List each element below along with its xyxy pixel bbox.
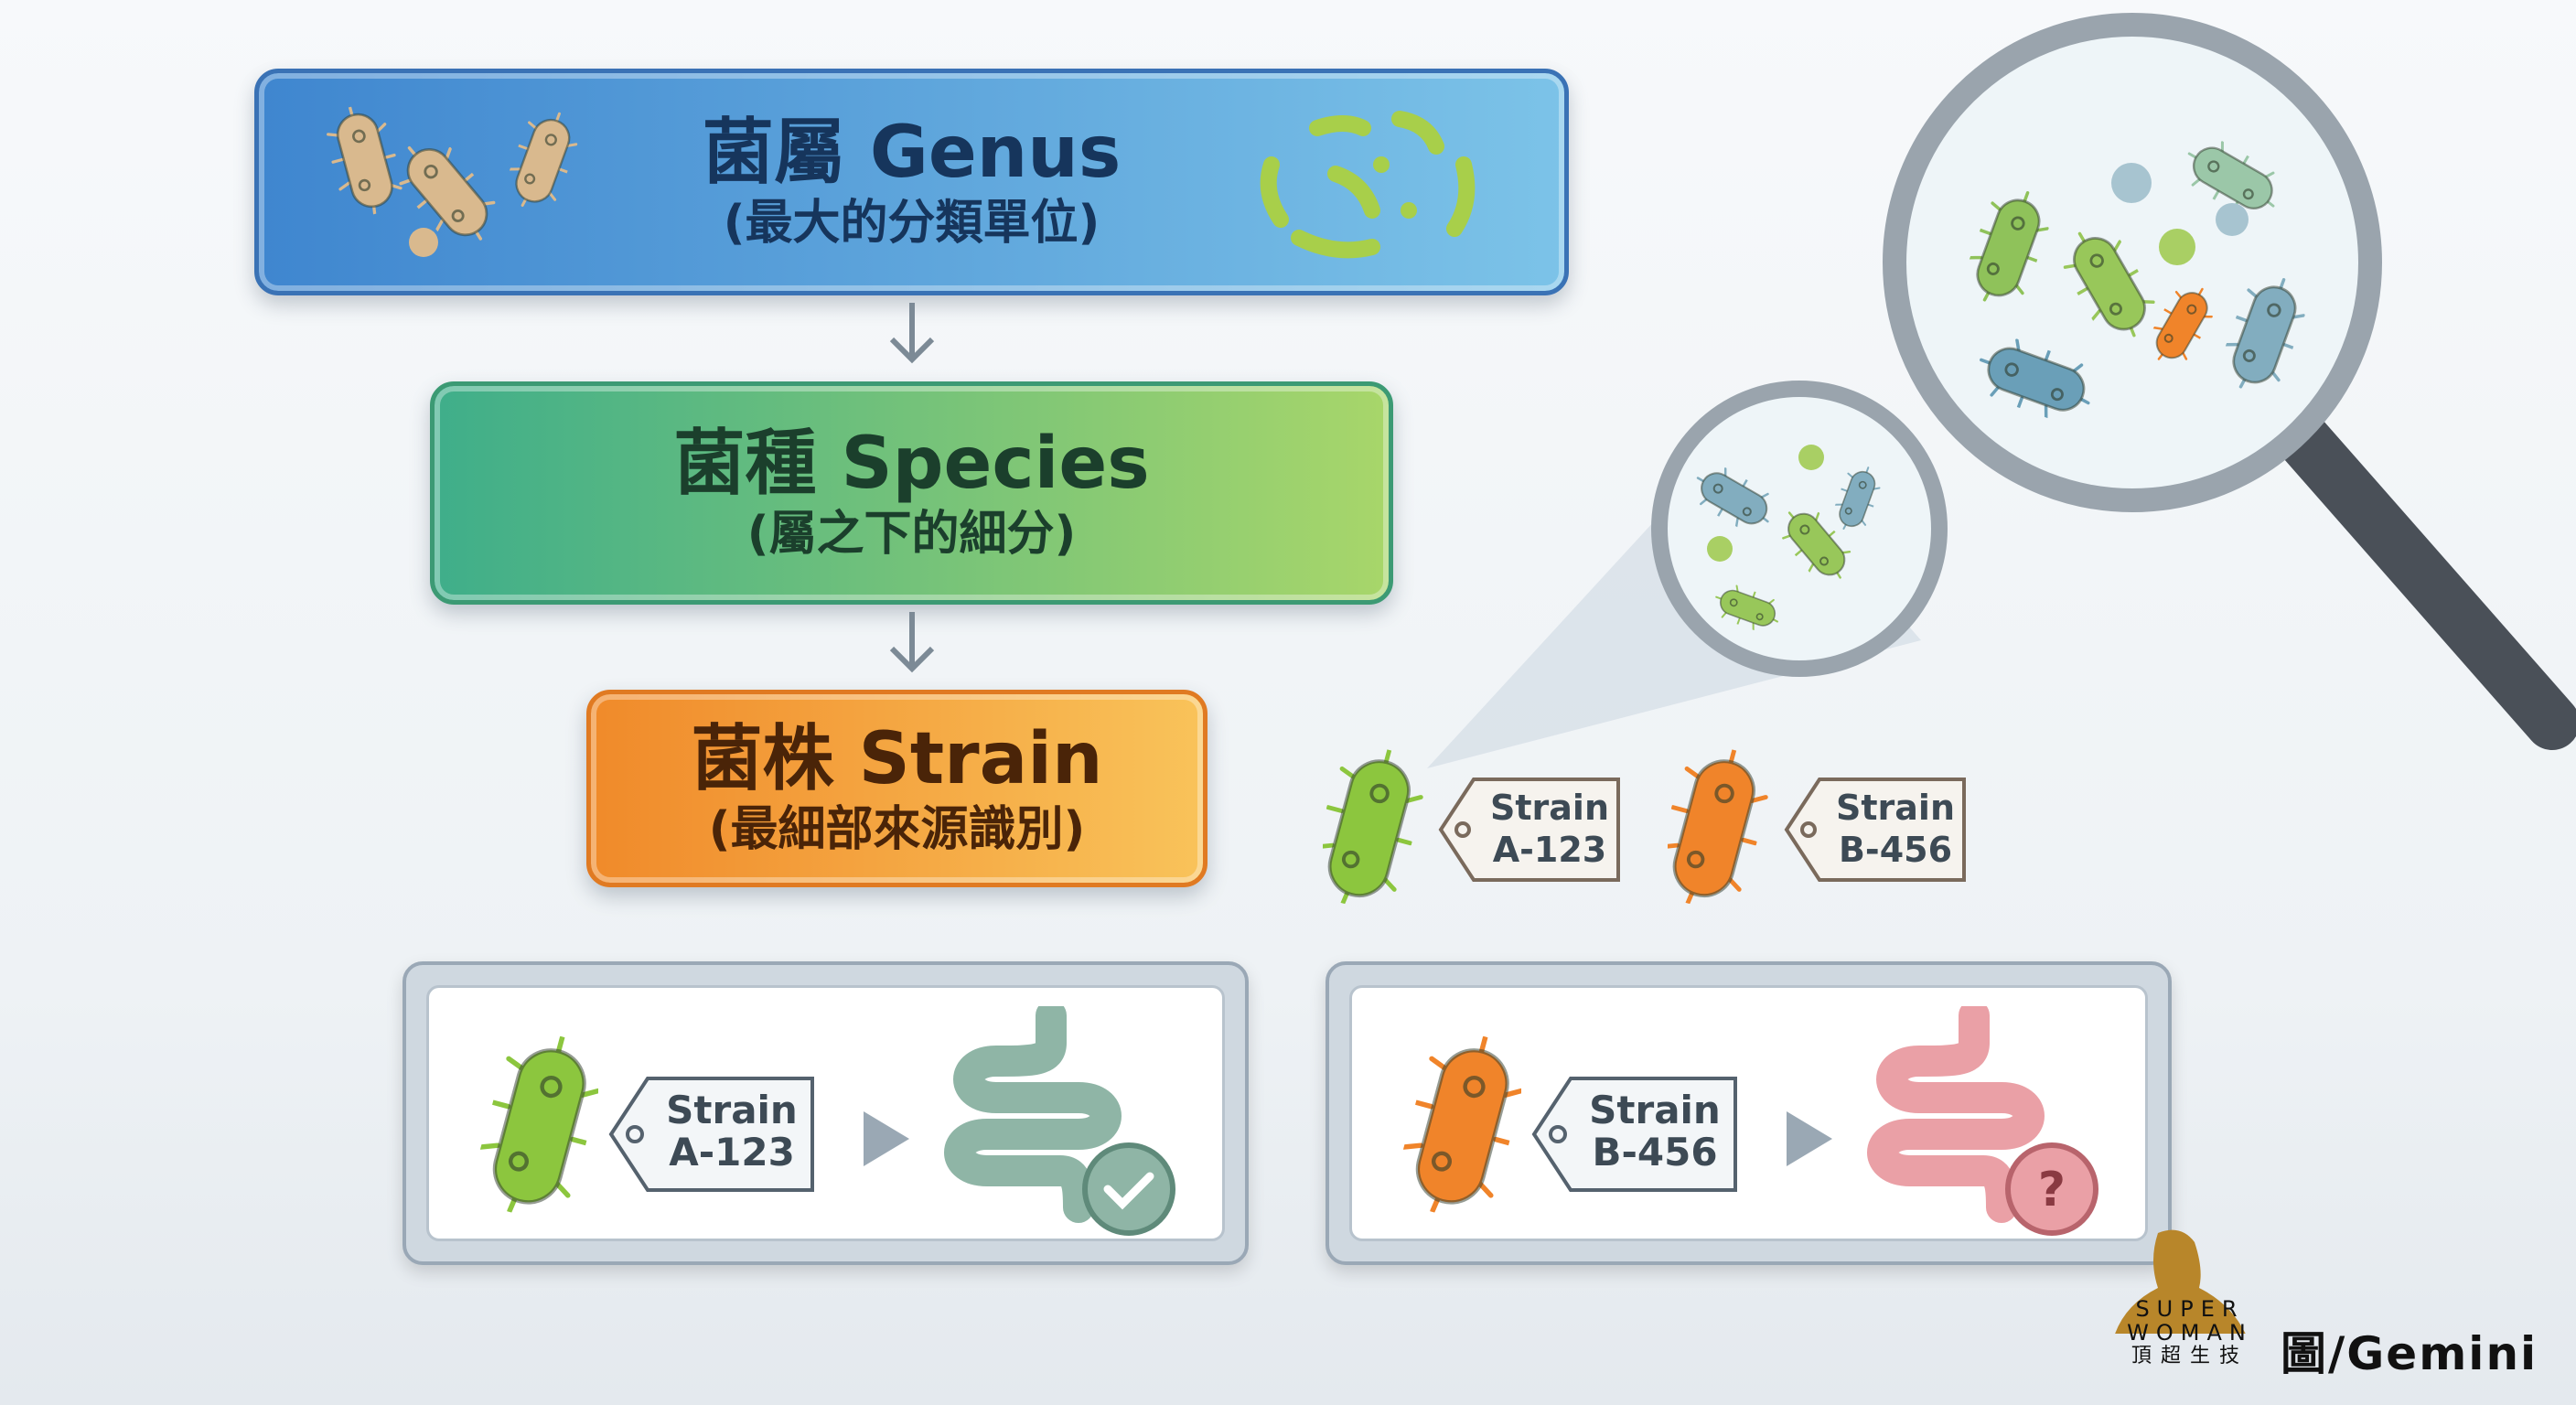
bacteria-ring-icon	[1260, 111, 1476, 259]
strain-box: 菌株 Strain (最細部來源識別)	[586, 690, 1208, 887]
tag-line1: Strain	[1490, 788, 1609, 828]
magnifier-illustration	[1427, 13, 2576, 768]
tag-line2: B-456	[1592, 1130, 1718, 1174]
superwoman-logo: SUPER WOMAN 頂超生技	[2103, 1224, 2259, 1384]
tag-line1: Strain	[666, 1088, 798, 1132]
bacterium-orange-icon	[1402, 1034, 1521, 1217]
image-credit: 圖/Gemini	[2281, 1327, 2538, 1380]
genus-title: 菌屬 Genus	[702, 111, 1122, 194]
intestine-question-icon: ?	[1864, 1006, 2098, 1236]
logo-line1: SUPER	[2135, 1296, 2245, 1322]
species-box: 菌種 Species (屬之下的細分)	[430, 381, 1393, 605]
intestine-check-icon	[941, 1006, 1175, 1236]
magnifier-handle	[2259, 393, 2576, 750]
bacteria-cluster-icon	[318, 105, 587, 259]
strain-title: 菌株 Strain	[691, 717, 1103, 800]
tag-line1: Strain	[1836, 788, 1955, 828]
svg-text:?: ?	[2038, 1163, 2066, 1217]
species-title: 菌種 Species	[673, 422, 1150, 505]
logo-line2: WOMAN	[2127, 1320, 2253, 1346]
bacterium-green-icon	[479, 1034, 598, 1217]
bacterium-green-icon	[1323, 747, 1433, 907]
bacterium-orange-icon	[1668, 747, 1777, 907]
tag-line2: A-123	[669, 1130, 795, 1174]
play-arrow-icon	[1787, 1111, 1832, 1166]
genus-box: 菌屬 Genus (最大的分類單位)	[254, 69, 1569, 295]
tag-line2: A-123	[1492, 830, 1607, 870]
arrow-down-icon	[889, 303, 935, 364]
strain-subtitle: (最細部來源識別)	[708, 801, 1086, 857]
species-subtitle: (屬之下的細分)	[746, 506, 1077, 562]
logo-line3: 頂超生技	[2131, 1345, 2249, 1367]
tag-line1: Strain	[1589, 1088, 1721, 1132]
play-arrow-icon	[864, 1111, 909, 1166]
genus-subtitle: (最大的分類單位)	[723, 195, 1100, 251]
magnifier-lens	[1883, 13, 2382, 512]
tag-line2: B-456	[1838, 830, 1953, 870]
arrow-down-icon	[889, 612, 935, 673]
